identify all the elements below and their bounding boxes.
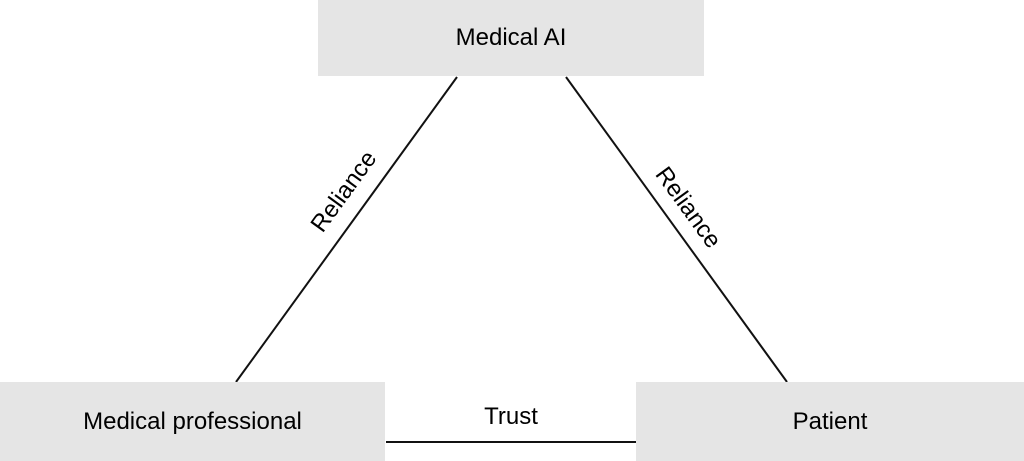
- node-medical-ai: Medical AI: [318, 0, 704, 76]
- edge-ai-to-patient: [565, 76, 788, 383]
- edge-ai-to-professional: [235, 76, 458, 383]
- node-patient-label: Patient: [792, 407, 868, 435]
- edge-label-left: Reliance: [306, 146, 383, 237]
- node-medical-professional: Medical professional: [0, 382, 385, 461]
- node-medical-professional-label: Medical professional: [83, 407, 302, 435]
- edge-label-bottom: Trust: [484, 403, 538, 430]
- node-patient: Patient: [636, 382, 1024, 461]
- node-medical-ai-label: Medical AI: [455, 24, 567, 51]
